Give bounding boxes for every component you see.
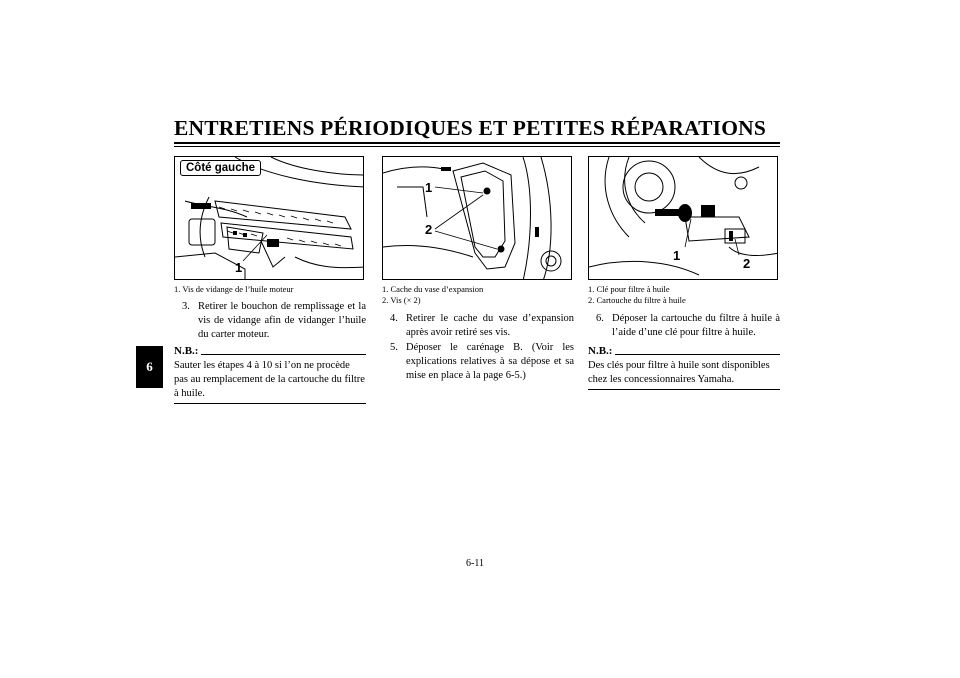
- note-text: Des clés pour filtre à huile sont dispon…: [588, 359, 780, 390]
- caption-item-2: 2. Cartouche du filtre à huile: [588, 295, 686, 305]
- title-rule-thin: [174, 146, 780, 147]
- step-6: 6. Déposer la cartouche du filtre à huil…: [588, 312, 780, 340]
- figure-callout-2: 2: [425, 222, 433, 237]
- figure-callout-1: 1: [235, 260, 243, 275]
- note-label: N.B.:: [174, 345, 199, 357]
- figure-side-label: Côté gauche: [180, 160, 262, 176]
- step-3: 3. Retirer le bouchon de remplissage et …: [174, 300, 366, 342]
- step-4: 4. Retirer le cache du vase d’expansion …: [382, 312, 574, 340]
- step-text: Déposer la cartouche du filtre à huile à…: [612, 313, 780, 338]
- figure-callout-1: 1: [673, 248, 681, 263]
- caption-item-1: 1. Cache du vase d’expansion: [382, 284, 484, 294]
- figure-oil-filter: 1 2: [588, 156, 778, 280]
- caption-item-2: 2. Vis (× 2): [382, 295, 421, 305]
- note-header: N.B.:: [174, 344, 366, 358]
- figure-reservoir-cover: 1 2: [382, 156, 572, 280]
- step-number: 5.: [390, 342, 398, 353]
- chapter-tab: 6: [136, 346, 163, 388]
- note-text: Sauter les étapes 4 à 10 si l’on ne proc…: [174, 359, 366, 404]
- step-number: 4.: [390, 313, 398, 324]
- note-header: N.B.:: [588, 344, 780, 358]
- note-label: N.B.:: [588, 345, 613, 357]
- note-box: N.B.: Sauter les étapes 4 à 10 si l’on n…: [174, 344, 366, 404]
- step-text: Retirer le bouchon de remplissage et la …: [198, 301, 366, 340]
- procedure-steps: 4. Retirer le cache du vase d’expansion …: [382, 312, 574, 384]
- page-title: ENTRETIENS PÉRIODIQUES ET PETITES RÉPARA…: [174, 116, 767, 140]
- engine-drain-illustration: [175, 157, 363, 279]
- figure-caption: 1. Cache du vase d’expansion 2. Vis (× 2…: [382, 284, 483, 306]
- step-text: Déposer le carénage B. (Voir les explica…: [406, 342, 574, 381]
- procedure-steps: 3. Retirer le bouchon de remplissage et …: [174, 300, 366, 343]
- step-5: 5. Déposer le carénage B. (Voir les expl…: [382, 341, 574, 383]
- reservoir-cover-illustration: [383, 157, 562, 279]
- figure-caption: 1. Vis de vidange de l’huile moteur: [174, 284, 294, 295]
- figure-callout-2: 2: [743, 256, 751, 271]
- figure-drain-bolt: Côté gauche 1: [174, 156, 364, 280]
- caption-item-1: 1. Clé pour filtre à huile: [588, 284, 670, 294]
- figure-caption: 1. Clé pour filtre à huile 2. Cartouche …: [588, 284, 686, 306]
- page-number: 6-11: [466, 558, 484, 569]
- step-number: 6.: [596, 313, 604, 324]
- procedure-steps: 6. Déposer la cartouche du filtre à huil…: [588, 312, 780, 341]
- note-box: N.B.: Des clés pour filtre à huile sont …: [588, 344, 780, 390]
- step-text: Retirer le cache du vase d’expansion apr…: [406, 313, 574, 338]
- note-rule: [201, 354, 366, 355]
- oil-filter-illustration: [589, 157, 777, 276]
- note-rule: [615, 354, 780, 355]
- caption-item-1: 1. Vis de vidange de l’huile moteur: [174, 284, 294, 294]
- title-rule-thick: [174, 142, 780, 144]
- figure-callout-1: 1: [425, 180, 433, 195]
- step-number: 3.: [182, 301, 190, 312]
